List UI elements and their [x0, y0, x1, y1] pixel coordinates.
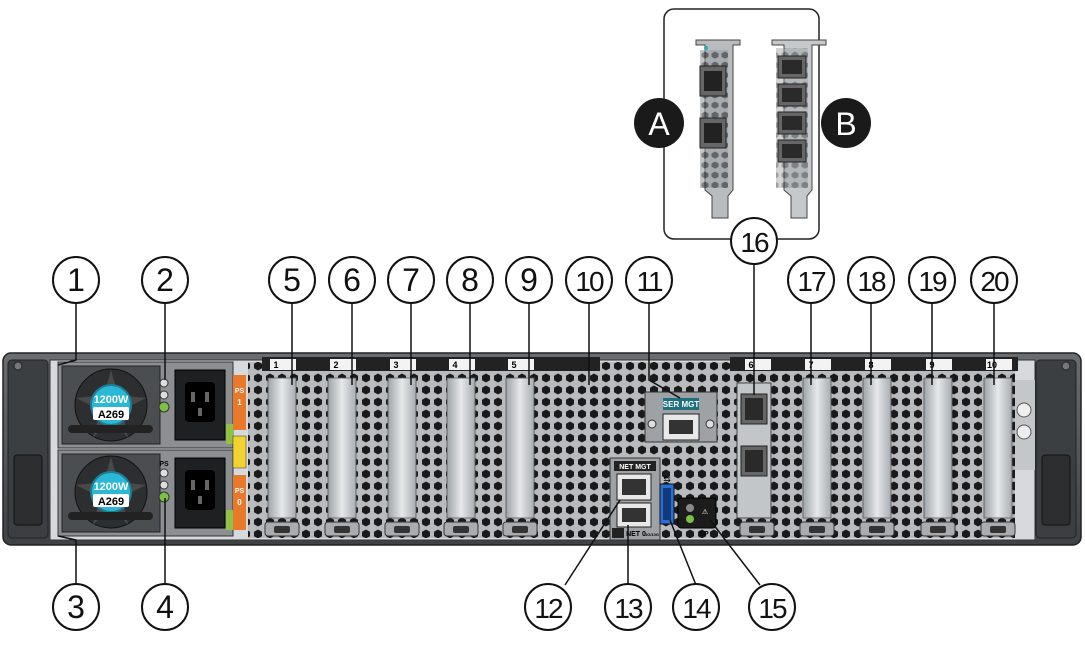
- svg-text:PS: PS: [235, 488, 245, 495]
- pcie-slot-2[interactable]: 2: [324, 359, 360, 537]
- callout-16: 16: [730, 217, 778, 265]
- net-mgt-port[interactable]: NET MGT: [609, 457, 661, 541]
- warning-icon: ⚠: [702, 508, 709, 516]
- sp-label: SP: [699, 531, 709, 538]
- callout-19: 19: [908, 256, 956, 304]
- pcie-slot-label: 2: [333, 360, 338, 370]
- pcie-slot-9[interactable]: 9: [920, 359, 956, 537]
- callout-8: 8: [446, 256, 494, 304]
- callout-number: 13: [614, 593, 643, 624]
- psu-1-model: A269: [98, 409, 124, 421]
- svg-text:1: 1: [237, 398, 242, 407]
- pcie-slot-5[interactable]: 5: [502, 359, 538, 537]
- callout-number: 16: [740, 227, 769, 258]
- net0-speed-label: 1G/10G: [645, 532, 659, 537]
- pcie-card-b: [771, 39, 827, 219]
- callout-12: 12: [524, 583, 572, 631]
- ser-mgt-port[interactable]: SER MGT: [644, 391, 718, 443]
- pcie-slot-8[interactable]: 8: [859, 359, 895, 537]
- pcie-slot-label: 6: [748, 360, 753, 370]
- sp-panel: ⚠ SP: [677, 497, 717, 538]
- pcie-card-inset: A B: [634, 8, 871, 240]
- pcie-slot-label: 4: [452, 360, 457, 370]
- callout-number: 8: [461, 262, 479, 298]
- callout-17: 17: [787, 256, 835, 304]
- pcie-slot-label: 3: [393, 360, 398, 370]
- callout-5: 5: [268, 256, 316, 304]
- leader-lines: [57, 262, 995, 586]
- psu-0-wattage: 1200W: [94, 481, 129, 493]
- pcie-left-group: [248, 357, 608, 538]
- callout-2: 2: [141, 256, 189, 304]
- callout-number: 14: [682, 593, 711, 624]
- psu-0-model: A269: [98, 496, 124, 508]
- callout-11: 11: [625, 256, 673, 304]
- pcie-slot-1[interactable]: 1: [264, 359, 300, 537]
- pcie-slot-label: 10: [987, 360, 997, 370]
- sp-ok-led: [686, 515, 694, 523]
- callout-number: 9: [520, 262, 538, 298]
- card-label-b: B: [821, 98, 871, 148]
- pcie-slot-10[interactable]: 10: [980, 359, 1016, 537]
- callout-number: 12: [534, 593, 563, 624]
- callout-number: 18: [857, 266, 886, 297]
- callout-6: 6: [328, 256, 376, 304]
- callout-number: 15: [758, 593, 787, 624]
- callout-number: 3: [67, 589, 85, 625]
- usb-port[interactable]: ⇆: [659, 474, 675, 525]
- sp-locator-button[interactable]: [686, 504, 694, 512]
- svg-text:B: B: [835, 106, 856, 142]
- callout-number: 2: [156, 262, 174, 298]
- callout-10: 10: [565, 256, 613, 304]
- pcie-slot-label: 5: [511, 360, 516, 370]
- callout-number: 4: [156, 589, 174, 625]
- psu-0[interactable]: 1200W A269 PS: [57, 424, 234, 537]
- svg-text:A: A: [648, 106, 670, 142]
- callout-1: 1: [52, 256, 100, 304]
- callout-9: 9: [505, 256, 553, 304]
- slot6-card-ports: [736, 382, 772, 519]
- ser-mgt-label: SER MGT: [663, 400, 700, 409]
- net0-port[interactable]: NET 0 1G/10G: [612, 502, 659, 538]
- pcie-card-a: [695, 39, 741, 219]
- pcie-slot-3[interactable]: 3: [384, 359, 420, 537]
- callout-number: 17: [797, 266, 826, 297]
- callout-14: 14: [672, 583, 720, 631]
- callout-number: 1: [67, 262, 85, 298]
- callout-15: 15: [748, 583, 796, 631]
- svg-text:0: 0: [237, 498, 242, 507]
- callout-7: 7: [387, 256, 435, 304]
- ps-status-label: PS: [159, 461, 169, 468]
- callout-13: 13: [604, 583, 652, 631]
- svg-text:PS: PS: [235, 388, 245, 395]
- ps-orange-tags: PS 1 PS 0: [232, 375, 247, 530]
- psu-1-status-led: [158, 401, 170, 413]
- card-label-a: A: [634, 98, 684, 148]
- net-mgt-label: NET MGT: [619, 464, 651, 471]
- psu-1[interactable]: 1200W A269: [57, 361, 234, 449]
- pcie-slot-4[interactable]: 4: [443, 359, 479, 537]
- callout-number: 5: [283, 262, 301, 298]
- callout-20: 20: [970, 256, 1018, 304]
- callout-number: 7: [402, 262, 420, 298]
- pcie-slot-7[interactable]: 7: [799, 359, 835, 537]
- callout-3: 3: [52, 583, 100, 631]
- callout-number: 20: [980, 266, 1009, 297]
- psu-1-wattage: 1200W: [94, 394, 129, 406]
- callout-number: 6: [343, 262, 361, 298]
- callout-number: 19: [918, 266, 947, 297]
- callout-number: 10: [575, 266, 604, 297]
- psu-0-status-led: [158, 491, 170, 503]
- callout-number: 11: [636, 266, 662, 297]
- pcie-slot-label: 1: [273, 360, 278, 370]
- callout-4: 4: [141, 583, 189, 631]
- pcie-slot-6[interactable]: 6: [739, 359, 775, 537]
- net0-label: NET 0: [626, 531, 646, 538]
- usb-icon: ⇆: [663, 474, 671, 484]
- callout-18: 18: [847, 256, 895, 304]
